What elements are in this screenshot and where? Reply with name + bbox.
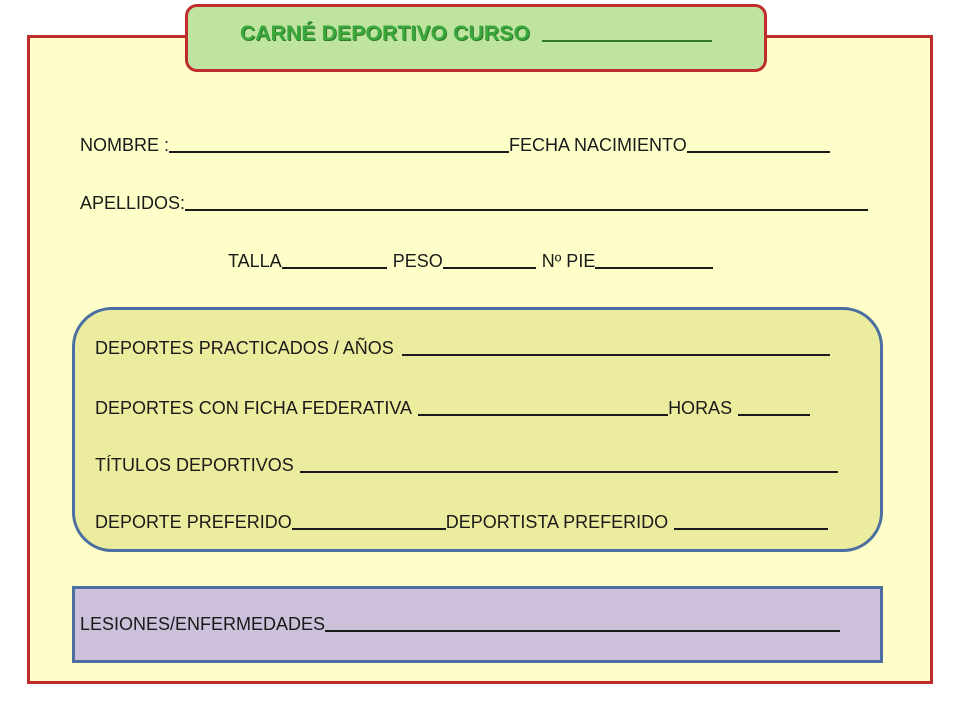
fecha-nacimiento-field[interactable] — [686, 151, 830, 153]
card-title: CARNÉ DEPORTIVO CURSO — [239, 22, 713, 46]
numero-pie-label: Nº PIE — [541, 251, 596, 271]
card-title-text: CARNÉ DEPORTIVO CURSO — [239, 22, 530, 45]
deporte-preferido-field[interactable] — [291, 528, 446, 530]
talla-field[interactable] — [281, 267, 387, 269]
nombre-label: NOMBRE : — [80, 135, 170, 155]
apellidos-field[interactable] — [185, 209, 869, 211]
preferido-row: DEPORTE PREFERIDO DEPORTISTA PREFERIDO — [95, 512, 829, 533]
lesiones-label: LESIONES/ENFERMEDADES — [80, 614, 326, 634]
titulos-label: TÍTULOS DEPORTIVOS — [95, 455, 294, 475]
medidas-row: TALLA PESO Nº PIE — [228, 251, 714, 272]
health-section — [72, 586, 883, 663]
apellidos-label: APELLIDOS: — [80, 193, 186, 213]
numero-pie-field[interactable] — [595, 267, 714, 269]
titulos-field[interactable] — [299, 471, 838, 473]
ficha-federativa-row: DEPORTES CON FICHA FEDERATIVA HORAS — [95, 398, 811, 419]
deportista-preferido-field[interactable] — [674, 528, 829, 530]
nombre-field[interactable] — [169, 151, 510, 153]
title-banner: CARNÉ DEPORTIVO CURSO — [185, 4, 767, 72]
ficha-federativa-field[interactable] — [418, 414, 669, 416]
lesiones-row: LESIONES/ENFERMEDADES — [80, 614, 841, 635]
curso-field[interactable] — [542, 40, 713, 42]
deportes-practicados-row: DEPORTES PRACTICADOS / AÑOS — [95, 338, 830, 359]
horas-field[interactable] — [738, 414, 811, 416]
ficha-federativa-label: DEPORTES CON FICHA FEDERATIVA — [95, 398, 413, 418]
talla-label: TALLA — [228, 251, 282, 271]
deportes-practicados-label: DEPORTES PRACTICADOS / AÑOS — [95, 338, 394, 358]
apellidos-row: APELLIDOS: — [80, 193, 869, 214]
titulos-row: TÍTULOS DEPORTIVOS — [95, 455, 838, 476]
nombre-row: NOMBRE : FECHA NACIMIENTO — [80, 135, 830, 156]
lesiones-field[interactable] — [325, 630, 841, 632]
deporte-preferido-label: DEPORTE PREFERIDO — [95, 512, 292, 532]
peso-label: PESO — [392, 251, 443, 271]
sports-section — [72, 307, 883, 552]
deportes-practicados-field[interactable] — [401, 354, 830, 356]
deportista-preferido-label: DEPORTISTA PREFERIDO — [445, 512, 669, 532]
fecha-nacimiento-label: FECHA NACIMIENTO — [509, 135, 687, 155]
peso-field[interactable] — [442, 267, 536, 269]
horas-label: HORAS — [668, 398, 733, 418]
